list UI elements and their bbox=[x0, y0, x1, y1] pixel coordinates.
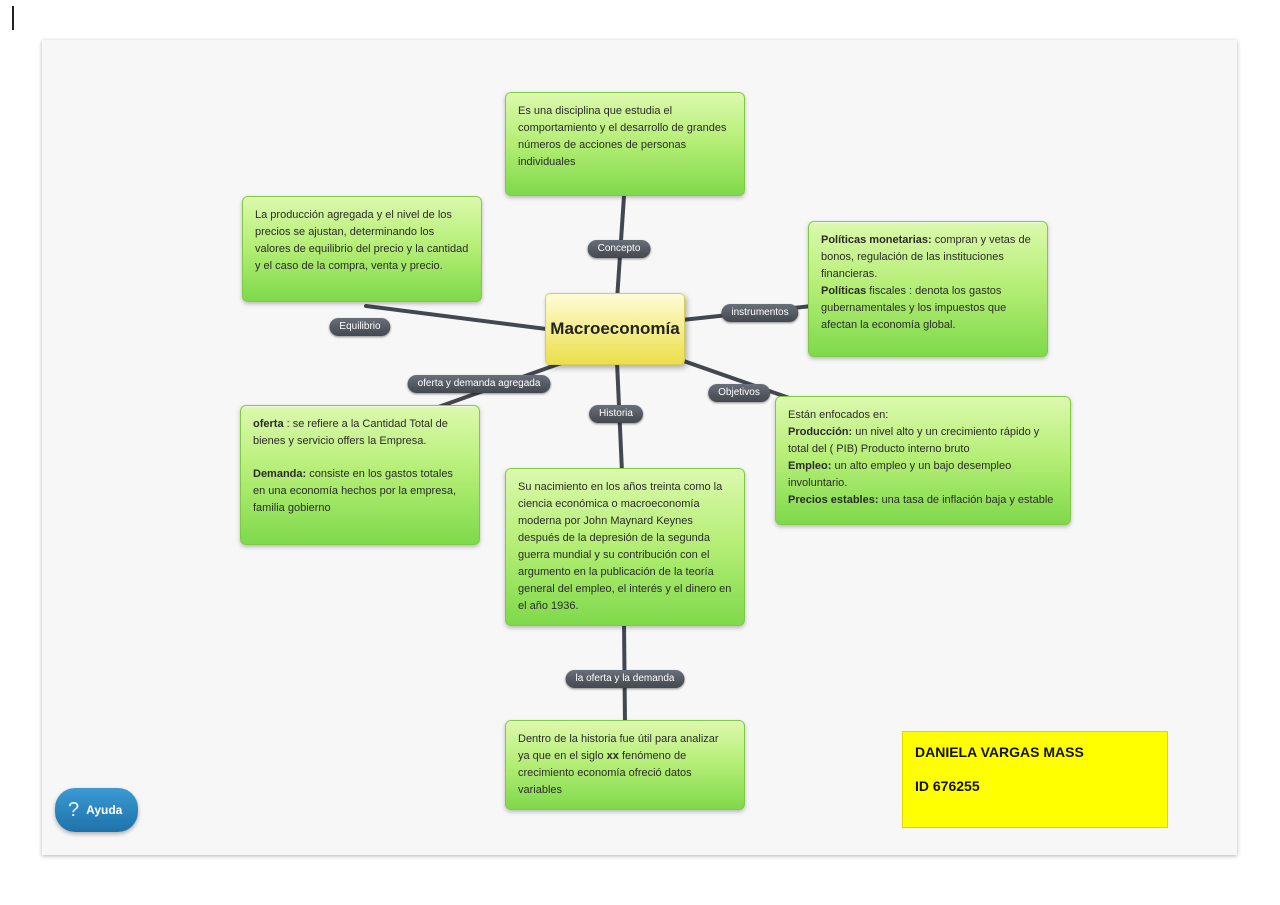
author-info-box[interactable]: DANIELA VARGAS MASS ID 676255 bbox=[902, 731, 1168, 828]
node-macroeconomia[interactable]: Macroeconomía bbox=[545, 293, 685, 365]
objetivos-bold-3: Precios estables: bbox=[788, 494, 879, 507]
page-edge-mark bbox=[12, 6, 14, 30]
node-instrumentos[interactable]: Políticas monetarias: compran y vetas de… bbox=[808, 221, 1048, 357]
objetivos-precios: Precios estables: una tasa de inflación … bbox=[788, 492, 1058, 509]
node-historia-text: Su nacimiento en los años treinta como l… bbox=[518, 481, 732, 613]
node-equilibrio-text: La producción agregada y el nivel de los… bbox=[255, 209, 469, 273]
node-macroeconomia-title: Macroeconomía bbox=[550, 319, 680, 338]
siglo-text-1: Dentro de la historia fue útil para anal… bbox=[518, 733, 719, 763]
objetivos-bold-2: Empleo: bbox=[788, 460, 832, 473]
instrumentos-bold-1: Políticas monetarias: bbox=[821, 234, 932, 246]
help-button-label: Ayuda bbox=[86, 803, 123, 817]
objetivos-produccion: Producción: un nivel alto y un crecimien… bbox=[788, 424, 1058, 458]
link-label-historia[interactable]: Historia bbox=[589, 405, 643, 423]
oferta-bold-1: oferta bbox=[253, 418, 284, 430]
node-historia[interactable]: Su nacimiento en los años treinta como l… bbox=[505, 468, 745, 627]
objetivos-text-2: un alto empleo y un bajo desempleo invol… bbox=[788, 460, 1012, 490]
question-mark-icon: ? bbox=[68, 798, 80, 821]
objetivos-text-1: un nivel alto y un crecimiento rápido y … bbox=[788, 426, 1040, 456]
siglo-bold-1: xx bbox=[606, 750, 619, 763]
link-label-la-oferta[interactable]: la oferta y la demanda bbox=[565, 670, 685, 688]
oferta-text-2: consiste en los gastos totales en una ec… bbox=[253, 468, 457, 515]
objetivos-bold-1: Producción: bbox=[788, 426, 853, 439]
node-concepto-text: Es una disciplina que estudia el comport… bbox=[518, 105, 727, 169]
oferta-text-1: : se refiere a la Cantidad Total de bien… bbox=[253, 418, 448, 448]
node-concepto[interactable]: Es una disciplina que estudia el comport… bbox=[505, 92, 745, 196]
instrumentos-text-2: fiscales : denota los gastos gubernament… bbox=[821, 285, 1007, 332]
demanda-paragraph: Demanda: consiste en los gastos totales … bbox=[253, 466, 467, 517]
node-oferta-demanda[interactable]: oferta : se refiere a la Cantidad Total … bbox=[240, 405, 480, 545]
objetivos-intro: Están enfocados en: bbox=[788, 409, 889, 421]
node-equilibrio[interactable]: La producción agregada y el nivel de los… bbox=[242, 196, 482, 302]
link-label-objetivos[interactable]: Objetivos bbox=[708, 384, 770, 402]
help-button[interactable]: ? Ayuda bbox=[55, 788, 139, 832]
link-label-concepto[interactable]: Concepto bbox=[587, 240, 651, 258]
objetivos-text-3: una tasa de inflación baja y estable bbox=[878, 494, 1054, 507]
siglo-text-2: fenómeno de crecimiento economía ofreció… bbox=[518, 750, 692, 797]
instrumentos-text-1: compran y vetas de bonos, regulación de … bbox=[821, 234, 1031, 281]
link-label-equilibrio[interactable]: Equilibrio bbox=[329, 318, 391, 336]
instrumentos-bold-2: Políticas bbox=[821, 285, 867, 298]
oferta-paragraph: oferta : se refiere a la Cantidad Total … bbox=[253, 416, 467, 450]
node-objetivos[interactable]: Están enfocados en: Producción: un nivel… bbox=[775, 396, 1071, 525]
author-name: DANIELA VARGAS MASS bbox=[915, 744, 1084, 760]
link-label-oferta-demanda[interactable]: oferta y demanda agregada bbox=[407, 375, 551, 393]
author-id: ID 676255 bbox=[915, 778, 980, 794]
objetivos-empleo: Empleo: un alto empleo y un bajo desempl… bbox=[788, 458, 1058, 492]
node-siglo-xx[interactable]: Dentro de la historia fue útil para anal… bbox=[505, 720, 745, 811]
oferta-bold-2: Demanda: bbox=[253, 468, 307, 481]
link-label-instrumentos[interactable]: instrumentos bbox=[721, 304, 799, 322]
